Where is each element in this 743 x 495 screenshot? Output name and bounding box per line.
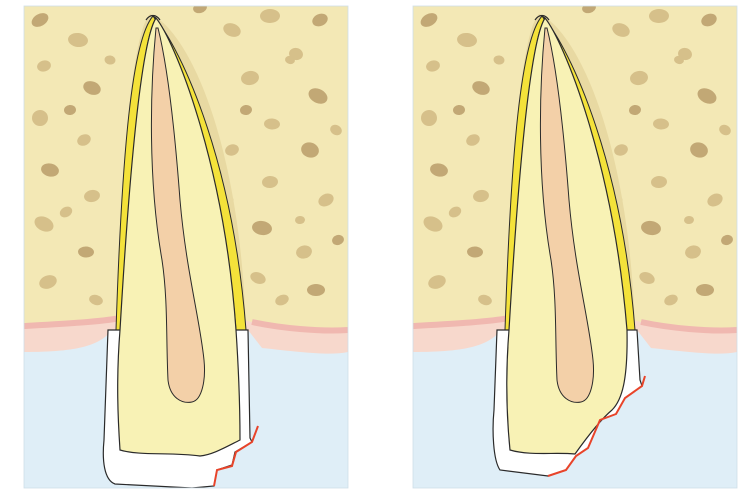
bone-pore bbox=[307, 284, 325, 296]
bone-pore bbox=[696, 284, 714, 296]
panel-right bbox=[413, 1, 737, 488]
panel-left bbox=[24, 1, 348, 488]
